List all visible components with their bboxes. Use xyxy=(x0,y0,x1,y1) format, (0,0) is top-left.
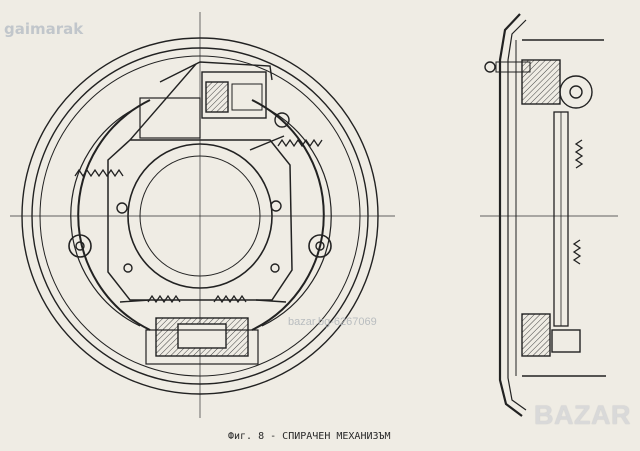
watermark-site-top: gaimarak xyxy=(4,20,84,38)
lever-lower-left xyxy=(119,299,151,303)
drum-flange-inner xyxy=(507,19,527,411)
wheel-cylinder-top-body xyxy=(231,83,263,111)
lever-upper xyxy=(129,63,197,141)
brake-shoe-right-lining xyxy=(261,105,332,327)
side-top-nut xyxy=(484,61,496,73)
drum-inner-ring xyxy=(31,47,369,385)
side-top-cylinder xyxy=(521,59,561,105)
lever-lower-right xyxy=(255,299,287,303)
hub-outer xyxy=(127,143,273,289)
brake-shoe-right xyxy=(251,99,325,331)
bolt-hole xyxy=(123,263,133,273)
bolt-hole xyxy=(270,263,280,273)
side-bottom-clip xyxy=(551,329,581,353)
wheel-cylinder-bottom-inner xyxy=(177,323,227,349)
backing-plate xyxy=(107,139,293,301)
top-bracket xyxy=(139,97,201,139)
front-view xyxy=(10,12,395,418)
side-top-pivot xyxy=(559,75,593,109)
wheel-cylinder-top-piston xyxy=(205,81,229,113)
side-spring-upper xyxy=(574,139,584,169)
brake-shoe-left xyxy=(77,99,151,331)
watermark-site-mid: bazar.bg-6267069 xyxy=(288,316,377,328)
spring-upper-left xyxy=(74,168,124,178)
brake-shoe-left-lining xyxy=(70,105,141,327)
adjuster-left xyxy=(68,234,92,258)
spring-lower-left xyxy=(147,294,181,304)
side-top-pivot-core xyxy=(569,85,583,99)
drum-outer-ring xyxy=(21,37,379,395)
drum-flange xyxy=(498,13,523,417)
side-spring-lower xyxy=(572,239,582,265)
bolt-hole xyxy=(270,200,282,212)
bottom-housing xyxy=(145,329,259,365)
watermark-logo: BAZAR xyxy=(534,400,631,430)
top-housing xyxy=(159,61,273,83)
bolt-hole xyxy=(116,202,128,214)
nut xyxy=(274,112,290,128)
side-section-view xyxy=(480,13,618,417)
lever-right xyxy=(249,135,285,151)
wheel-cylinder-top xyxy=(201,71,267,119)
figure-caption: Фиг. 8 - СПИРАЧЕН МЕХАНИЗЪМ xyxy=(228,431,391,442)
drum-third-ring xyxy=(39,55,361,377)
adjuster-left-core xyxy=(75,241,85,251)
spring-upper-right xyxy=(277,138,323,148)
side-bottom-cylinder xyxy=(521,313,551,357)
spring-lower-right xyxy=(213,294,247,304)
side-top-bolt xyxy=(495,61,531,73)
hub-inner xyxy=(139,155,261,277)
adjuster-right-core xyxy=(315,241,325,251)
adjuster-right xyxy=(308,234,332,258)
